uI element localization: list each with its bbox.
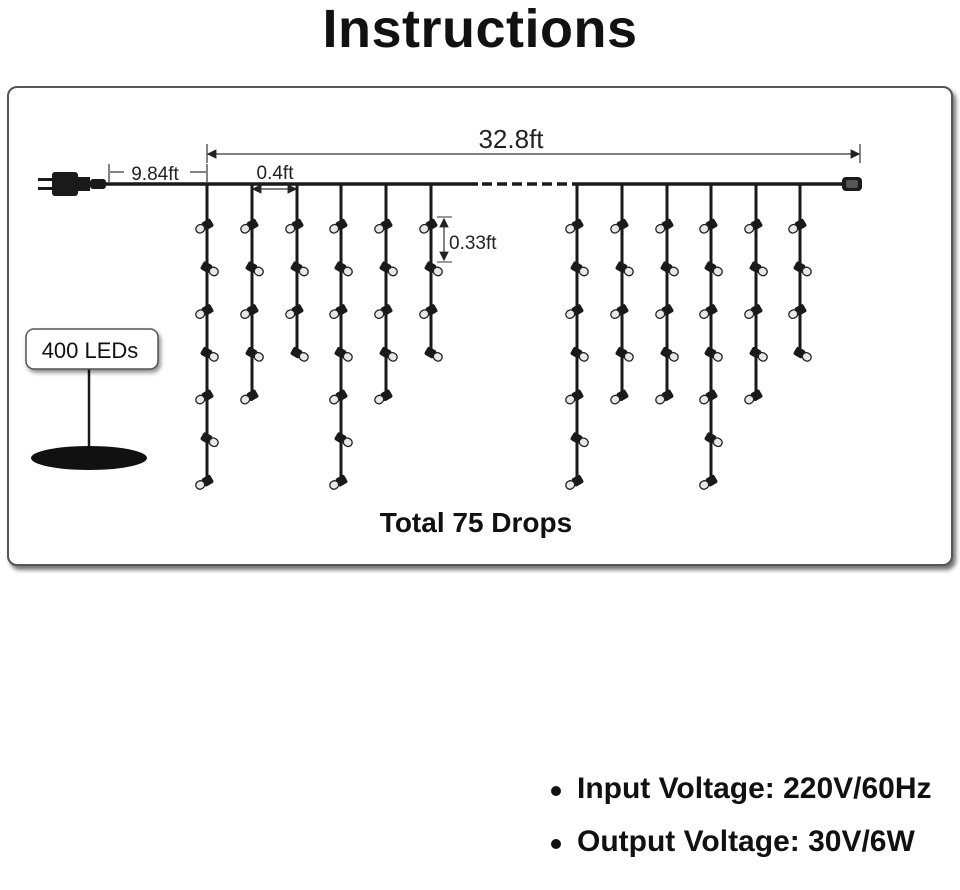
led-bulb-icon [792,260,814,279]
led-bulb-icon [748,345,770,364]
led-bulb-icon [423,260,445,279]
led-bulb-icon [378,345,400,364]
led-bulb-icon [238,302,260,321]
led-bulb-icon [244,260,266,279]
led-bulb-icon [742,217,764,236]
led-bulb-icon [333,430,355,450]
led-bulb-icon [748,260,770,279]
led-bulb-icon [563,302,585,321]
end-cap-icon [842,177,862,191]
led-bulb-icon [608,388,630,407]
led-bulb-icon [563,473,585,492]
led-bulb-icon [742,388,764,407]
led-bulb-icon [608,217,630,236]
led-bulb-icon [614,345,636,364]
led-bulb-icon [193,473,215,492]
led-bulb-icon [283,217,305,236]
led-bulb-icon [333,345,355,364]
total-length-label: 32.8ft [478,124,544,154]
led-bulb-icon [333,260,355,279]
led-bulb-icon [653,217,675,236]
led-bulb-icon [327,473,349,492]
plug-icon [38,172,106,196]
led-bulb-icon [659,260,681,279]
diagram-panel [7,86,953,566]
input-voltage-spec: Input Voltage: 220V/60Hz [577,772,932,805]
bullet-icon [551,786,561,796]
led-count-callout: 400 LEDs [25,328,159,470]
led-bulb-icon [199,345,221,364]
led-bulb-icon [193,302,215,321]
led-bulb-icon [372,217,394,236]
led-count-label: 400 LEDs [42,338,139,363]
total-length-dimension: 32.8ft [206,124,861,163]
led-bulb-icon [569,430,591,450]
led-spacing-label: 0.33ft [449,233,497,254]
led-bulb-icon [327,302,349,321]
led-bulb-icon [372,388,394,407]
led-bulb-icon [423,345,445,364]
led-bulb-icon [238,217,260,236]
led-bulb-icon [614,260,636,279]
led-bulb-icon [653,302,675,321]
drop-spacing-label: 0.4ft [257,163,295,184]
led-bulb-icon [193,217,215,236]
led-bulb-icon [378,260,400,279]
led-bulb-icon [563,388,585,407]
led-bulb-icon [786,217,808,236]
led-bulb-icon [199,260,221,279]
led-bulb-icon [327,217,349,236]
lead-length-label: 9.84ft [131,164,179,185]
led-bulb-icon [703,260,725,279]
led-bulb-icon [697,302,719,321]
led-bulb-icon [193,388,215,407]
led-bulb-icon [327,388,349,407]
led-bulb-icon [697,473,719,492]
led-bulb-icon [244,345,266,364]
led-bulb-icon [608,302,630,321]
led-bulb-icon [703,345,725,364]
led-bulb-icon [417,217,439,236]
drop-spacing-dimension: 0.4ft [251,163,298,194]
led-bulb-icon [569,260,591,279]
led-bulb-icon [703,430,725,450]
led-bulb-icon [659,345,681,364]
led-bulb-icon [289,260,311,279]
led-bulb-icon [569,345,591,364]
led-bulb-icon [417,302,439,321]
page-title: Instructions [322,0,638,59]
icicle-light-diagram: 32.8ft 9.84ft 0.4ft 0.33ft [25,124,862,538]
led-bulb-icon [786,302,808,321]
led-spacing-dimension: 0.33ft [437,216,497,263]
icicle-drops [193,184,814,492]
total-drops-label: Total 75 Drops [380,507,572,538]
led-bulb-icon [697,217,719,236]
bullet-icon [551,839,561,849]
led-bulb-icon [283,302,305,321]
led-bulb-icon [199,430,221,450]
lead-length-dimension: 9.84ft [108,164,208,185]
led-bulb-icon [289,345,311,364]
led-bulb-icon [742,302,764,321]
led-bulb-icon [238,388,260,407]
output-voltage-spec: Output Voltage: 30V/6W [577,825,915,858]
led-bulb-icon [697,388,719,407]
led-bulb-icon [563,217,585,236]
led-bulb-icon [792,345,814,364]
led-bulb-icon [372,302,394,321]
led-bulb-icon [653,388,675,407]
